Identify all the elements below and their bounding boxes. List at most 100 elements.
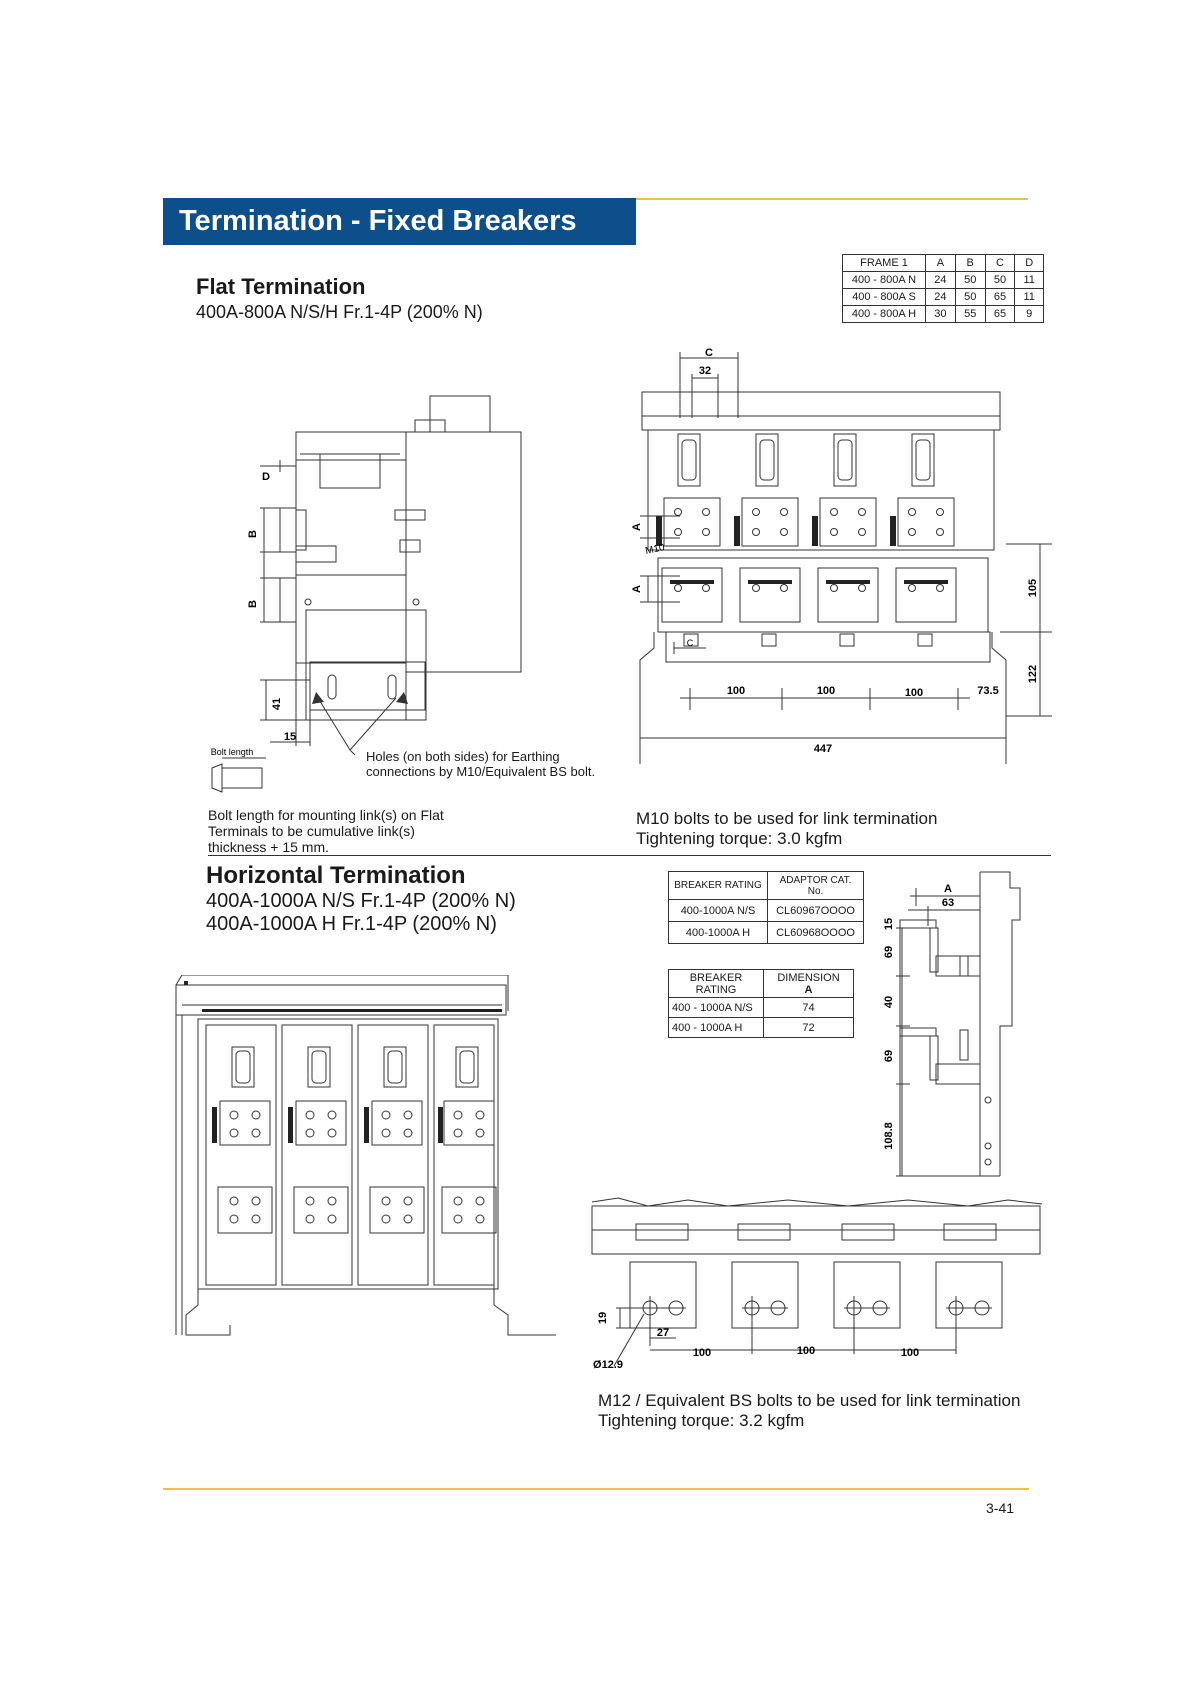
footer-accent-line [163, 1488, 1029, 1490]
adaptor-table: BREAKER RATING ADAPTOR CAT. No. 400-1000… [668, 871, 864, 944]
table-cell: 74 [763, 997, 854, 1018]
table-cell: 11 [1014, 271, 1044, 289]
dimension-b-label-1: B [247, 530, 259, 538]
dimension-100-bottom-label-2: 100 [797, 1345, 815, 1357]
table-cell: 24 [925, 288, 956, 306]
m12-torque-line: Tightening torque: 3.2 kgfm [598, 1411, 805, 1430]
dimension-73-5-label: 73.5 [977, 685, 998, 697]
table-row: 400 - 800A N 24 50 50 11 [842, 271, 1044, 289]
dimension-105-label: 105 [1027, 579, 1039, 597]
m10-bolts-note: M10 bolts to be used for link terminatio… [636, 809, 937, 849]
table-header: B [954, 254, 986, 272]
dimension-a-label-1: A [631, 523, 643, 531]
table-cell: 55 [954, 305, 986, 323]
dimension-40-label: 40 [883, 996, 895, 1008]
earthing-holes-note: Holes (on both sides) for Earthing conne… [366, 749, 596, 779]
m10-torque-line: Tightening torque: 3.0 kgfm [636, 829, 843, 848]
table-cell: 50 [954, 288, 986, 306]
dimension-63-label: 63 [942, 897, 954, 909]
table-cell: 400-1000A N/S [668, 899, 768, 922]
table-cell: 11 [1014, 288, 1044, 306]
dimension-447-label: 447 [814, 743, 832, 755]
table-row: 400 - 800A H 30 55 65 9 [842, 305, 1044, 323]
table-cell: 400 - 800A S [842, 288, 926, 306]
dimension-a-side-label: A [944, 883, 952, 895]
section-divider [208, 855, 1051, 856]
table-row: 400-1000A H CL60968OOOO [668, 921, 864, 944]
page-title: Termination - Fixed Breakers [163, 198, 636, 245]
horizontal-termination-subtitle-2: 400A-1000A H Fr.1-4P (200% N) [206, 913, 497, 935]
dimension-15-label: 15 [284, 731, 296, 743]
table-row: 400 - 1000A H 72 [668, 1017, 854, 1038]
table-cell: 50 [954, 271, 986, 289]
header-accent-line [636, 198, 1028, 200]
table-cell: 400 - 800A N [842, 271, 926, 289]
horizontal-termination-subtitle-1: 400A-1000A N/S Fr.1-4P (200% N) [206, 890, 516, 912]
dimension-100-bottom-label-3: 100 [901, 1347, 919, 1359]
dimension-32-label: 32 [699, 365, 711, 377]
table-cell: 30 [925, 305, 956, 323]
table-cell: 65 [984, 288, 1016, 306]
table-cell: CL60967OOOO [767, 899, 864, 922]
m12-bolts-line: M12 / Equivalent BS bolts to be used for… [598, 1391, 1021, 1410]
dimension-100-label-2: 100 [817, 685, 835, 697]
horizontal-side-view-drawing: A 63 15 69 40 69 108.8 [883, 871, 1021, 1177]
table-header-row: FRAME 1 A B C D [842, 254, 1044, 272]
horizontal-bottom-view-drawing: 19 27 Ø12.9 100 100 100 [591, 1197, 1043, 1371]
table-cell: 9 [1014, 305, 1044, 323]
table-row: 400 - 800A S 24 50 65 11 [842, 288, 1044, 306]
table-header: FRAME 1 [842, 254, 926, 272]
dimension-69-label-1: 69 [883, 946, 895, 958]
dimension-15-side-label: 15 [883, 918, 895, 930]
dimension-c-top-label: C [705, 348, 713, 359]
table-cell: 400 - 800A H [842, 305, 926, 323]
table-header: A [925, 254, 956, 272]
bolt-length-label: Bolt length [211, 747, 254, 757]
frame-dimension-table: FRAME 1 A B C D 400 - 800A N 24 50 50 11… [842, 254, 1044, 323]
flat-front-view-drawing: C 32 A A M10 C 105 122 100 100 100 73.5 … [631, 348, 1052, 764]
dimension-27-label: 27 [657, 1327, 669, 1339]
table-header: C [984, 254, 1016, 272]
dimension-100-bottom-label-1: 100 [693, 1347, 711, 1359]
dimension-header-a: A [804, 983, 813, 996]
flat-termination-title: Flat Termination [196, 274, 366, 299]
table-header: BREAKER RATING [668, 969, 764, 998]
m12-bolts-note: M12 / Equivalent BS bolts to be used for… [598, 1391, 1020, 1431]
flat-termination-subtitle: 400A-800A N/S/H Fr.1-4P (200% N) [196, 302, 483, 322]
table-cell: 72 [763, 1017, 854, 1038]
diameter-12-9-label: Ø12.9 [593, 1359, 623, 1371]
horizontal-isometric-drawing [175, 975, 556, 1336]
dimension-69-label-2: 69 [883, 1050, 895, 1062]
table-row: 400-1000A N/S CL60967OOOO [668, 899, 864, 922]
dimension-108-8-label: 108.8 [883, 1122, 895, 1150]
dimension-100-label-3: 100 [905, 687, 923, 699]
dimension-header-line: DIMENSION [777, 971, 840, 984]
horizontal-termination-title: Horizontal Termination [206, 862, 466, 889]
table-header: BREAKER RATING [668, 871, 768, 900]
table-header: ADAPTOR CAT. No. [767, 871, 864, 900]
dimension-19-label: 19 [597, 1312, 609, 1324]
table-cell: 400 - 1000A N/S [668, 997, 764, 1018]
flat-side-view-drawing: D B B 41 15 Bolt length [211, 395, 522, 793]
table-cell: 65 [984, 305, 1016, 323]
table-header-row: BREAKER RATING ADAPTOR CAT. No. [668, 871, 864, 900]
dimension-41-label: 41 [271, 698, 283, 710]
table-cell: CL60968OOOO [767, 921, 864, 944]
dimension-122-label: 122 [1027, 665, 1039, 683]
dimension-d-label: D [262, 471, 270, 483]
table-cell: 50 [984, 271, 1016, 289]
table-header-row: BREAKER RATING DIMENSION A [668, 969, 854, 998]
table-row: 400 - 1000A N/S 74 [668, 997, 854, 1018]
m10-label: M10 [644, 542, 666, 557]
dimension-a-table: BREAKER RATING DIMENSION A 400 - 1000A N… [668, 969, 854, 1038]
page-number: 3-41 [986, 1500, 1015, 1516]
dimension-100-label-1: 100 [727, 685, 745, 697]
table-cell: 400 - 1000A H [668, 1017, 764, 1038]
dimension-a-label-2: A [631, 585, 643, 593]
dimension-b-label-2: B [247, 600, 259, 608]
table-cell: 24 [925, 271, 956, 289]
table-header: DIMENSION A [763, 969, 854, 998]
dimension-c-inner-label: C [687, 638, 694, 648]
m10-bolts-line: M10 bolts to be used for link terminatio… [636, 809, 938, 828]
table-cell: 400-1000A H [668, 921, 768, 944]
